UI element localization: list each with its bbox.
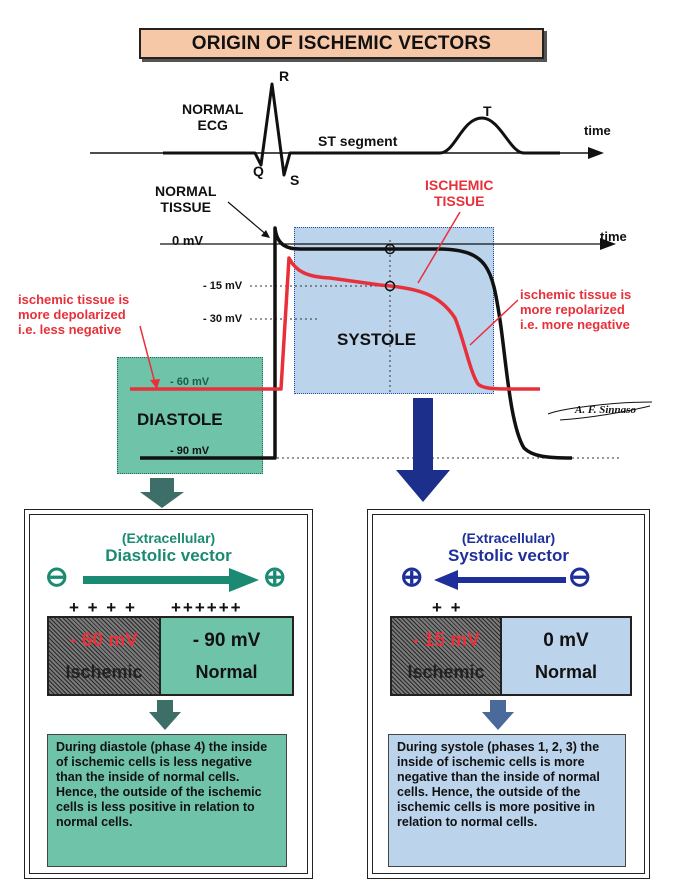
- systolic-extracellular-label: (Extracellular): [461, 530, 556, 546]
- diastolic-positive-pole-icon: ⊕: [263, 561, 287, 592]
- depolarized-note-pointer: [139, 325, 157, 388]
- diastolic-normal-mv: - 90 mV: [192, 630, 261, 651]
- systolic-ischemic-cell: - 15 mV Ischemic: [392, 618, 502, 694]
- systolic-normal-label: Normal: [534, 662, 597, 682]
- ischemic-tissue-pointer: [417, 211, 461, 284]
- depolarized-note: ischemic tissue is more depolarized i.e.…: [18, 292, 130, 337]
- systolic-ischemic-charges: + +: [432, 598, 463, 617]
- diastolic-cell-diagram: - 60 mV Ischemic - 90 mV Normal: [47, 616, 294, 696]
- diastolic-description: During diastole (phase 4) the inside of …: [47, 734, 287, 867]
- st-segment-label: ST segment: [318, 133, 398, 149]
- r-wave-label: R: [279, 68, 290, 84]
- zero-mv-label: 0 mV: [172, 233, 204, 248]
- systole-label: SYSTOLE: [337, 330, 417, 349]
- systolic-ischemic-label: Ischemic: [407, 662, 485, 682]
- systolic-vector-panel: (Extracellular) Systolic vector ⊕ ⊖ + + …: [367, 509, 650, 879]
- normal-tissue-label: NORMAL TISSUE: [155, 183, 217, 215]
- diastolic-normal-cell: - 90 mV Normal: [161, 618, 292, 694]
- minus90-label: - 90 mV: [170, 445, 210, 457]
- diastolic-vector-panel: (Extracellular) Diastolic vector ⊖ ⊕ + +…: [24, 509, 313, 879]
- diastolic-panel-down-arrow: [149, 700, 181, 730]
- systolic-description: During systole (phases 1, 2, 3) the insi…: [388, 734, 626, 867]
- s-wave-label: S: [290, 172, 300, 188]
- diastolic-vector-title: Diastolic vector: [105, 546, 232, 565]
- diastolic-negative-pole-icon: ⊖: [45, 561, 69, 592]
- systolic-positive-pole-icon: ⊕: [400, 561, 424, 592]
- diastolic-extracellular-label: (Extracellular): [121, 530, 216, 546]
- figure-title-text: ORIGIN OF ISCHEMIC VECTORS: [191, 32, 492, 54]
- diastole-label: DIASTOLE: [137, 410, 223, 429]
- author-signature: A. F. Sinnaso: [575, 404, 636, 416]
- minus30-label: - 30 mV: [203, 313, 243, 325]
- ecg-and-action-potential-graphic: [90, 82, 653, 508]
- systolic-negative-pole-icon: ⊖: [568, 561, 592, 592]
- minus15-label: - 15 mV: [203, 280, 243, 292]
- ecg-time-label: time: [584, 123, 611, 138]
- ap-time-arrowhead: [600, 238, 616, 250]
- diastolic-ischemic-label: Ischemic: [65, 662, 143, 682]
- systolic-ischemic-mv: - 15 mV: [412, 630, 480, 651]
- systolic-cell-diagram: - 15 mV Ischemic 0 mV Normal: [390, 616, 632, 696]
- systolic-vector-arrow-icon: [434, 570, 566, 590]
- diastolic-vector-arrow-icon: [83, 568, 259, 592]
- figure-title: ORIGIN OF ISCHEMIC VECTORS: [139, 28, 544, 59]
- q-wave-label: Q: [253, 163, 264, 179]
- repolarized-note: ischemic tissue is more repolarized i.e.…: [520, 287, 632, 332]
- normal-action-potential: [140, 226, 573, 460]
- diastole-down-arrow: [140, 478, 184, 508]
- minus60-label: - 60 mV: [170, 376, 210, 388]
- t-wave-label: T: [483, 103, 492, 119]
- normal-tissue-pointer: [227, 201, 269, 237]
- repolarized-note-pointer: [469, 299, 519, 346]
- normal-marker: [384, 243, 396, 255]
- systolic-vector-title: Systolic vector: [448, 546, 569, 565]
- ischemic-action-potential: [130, 256, 541, 391]
- diastolic-ischemic-charges: + + + +: [69, 598, 137, 617]
- ecg-time-arrowhead: [588, 147, 604, 159]
- depolarized-note-pointer-head: [150, 379, 160, 389]
- diastole-region: [117, 357, 263, 474]
- systolic-normal-cell: 0 mV Normal: [502, 618, 630, 694]
- diastolic-normal-label: Normal: [195, 662, 258, 682]
- diastolic-normal-charges: ++++++: [171, 598, 243, 617]
- signature-underline: [547, 401, 653, 421]
- ischemic-tissue-label: ISCHEMIC TISSUE: [425, 177, 494, 209]
- normal-tissue-pointer-head: [261, 230, 270, 238]
- ischemic-marker: [384, 280, 396, 292]
- systole-down-arrow: [396, 398, 450, 502]
- normal-ecg-trace: [163, 82, 560, 177]
- normal-ecg-label: NORMAL ECG: [182, 101, 244, 133]
- systolic-normal-mv: 0 mV: [543, 630, 589, 651]
- systolic-panel-down-arrow: [482, 700, 514, 730]
- ap-time-label: time: [600, 229, 627, 244]
- diastolic-ischemic-cell: - 60 mV Ischemic: [49, 618, 161, 694]
- diastolic-ischemic-mv: - 60 mV: [70, 630, 138, 651]
- systole-region: [294, 227, 494, 394]
